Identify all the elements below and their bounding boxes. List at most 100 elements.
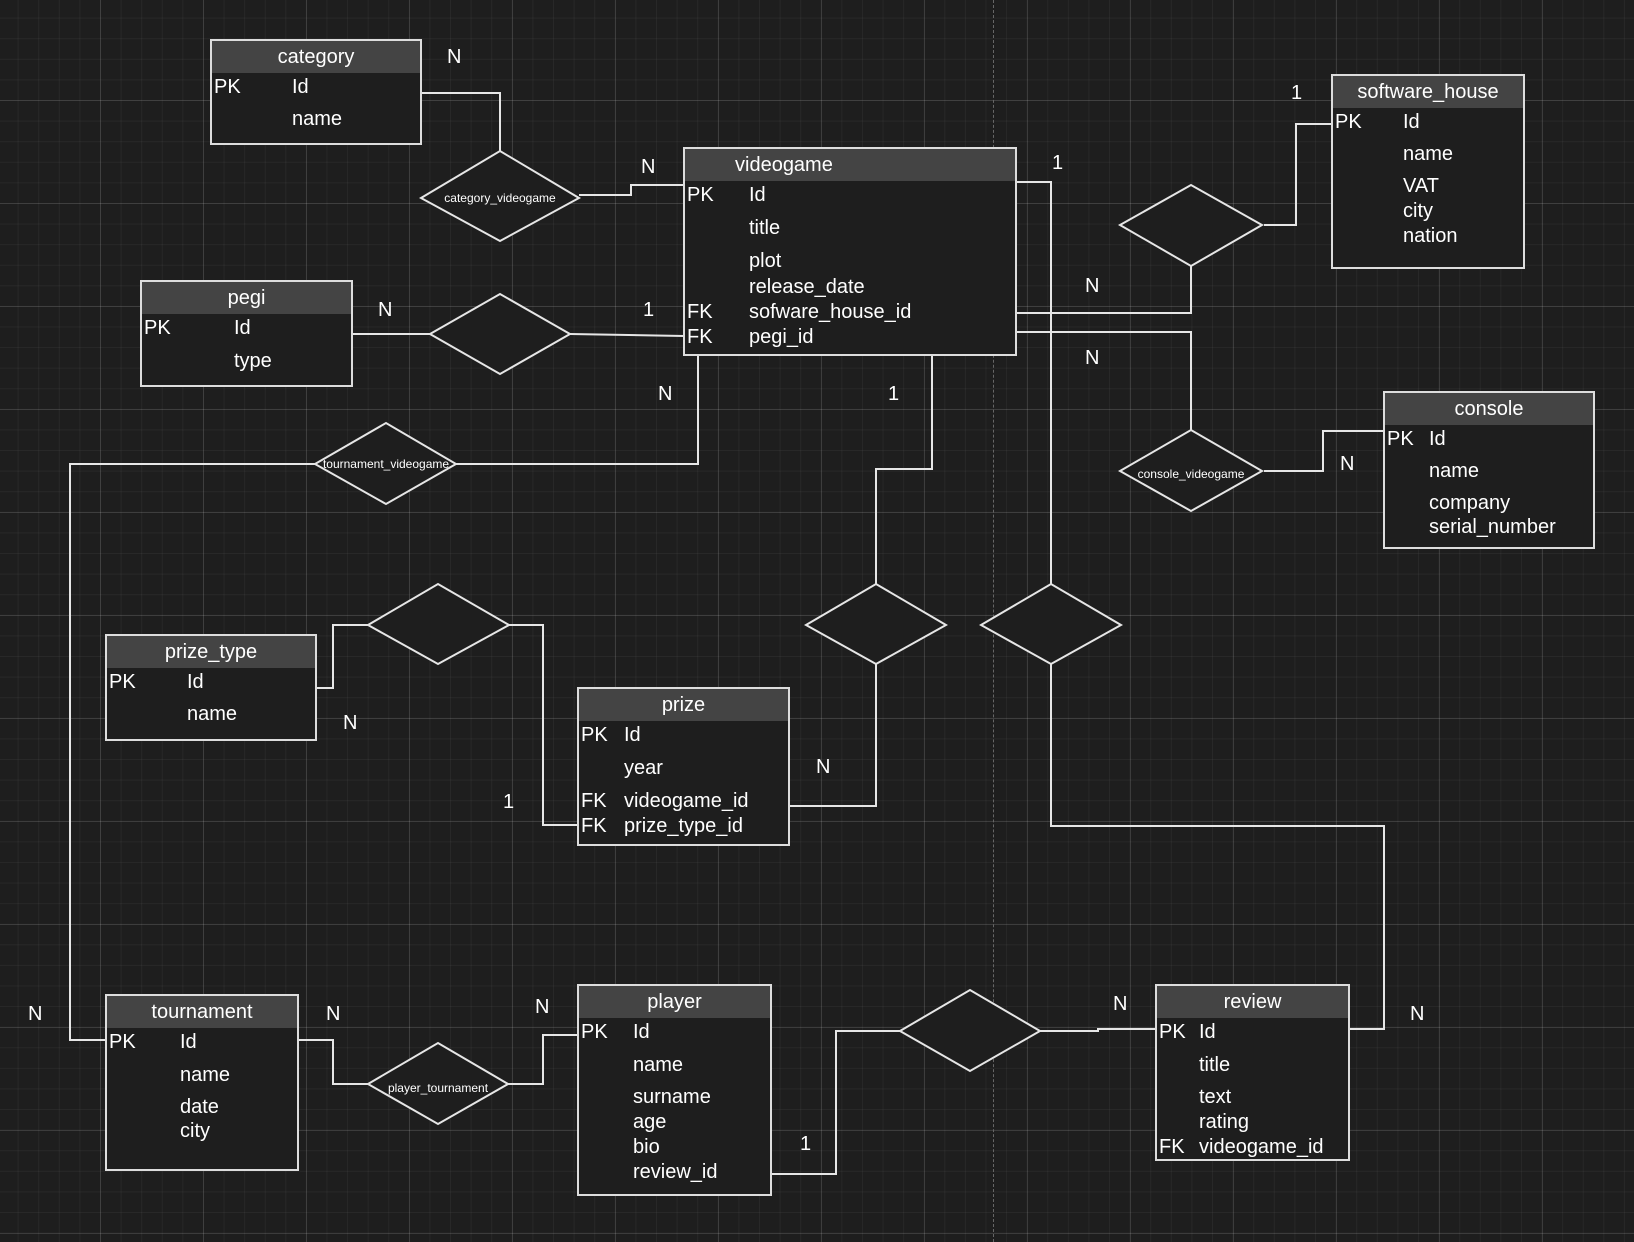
fk-marker: FK — [687, 326, 713, 348]
attribute: name — [1403, 143, 1454, 165]
connector-rel-prize-type — [509, 624, 578, 826]
entity-review[interactable]: review PK FK Id title text rating videog… — [1155, 984, 1350, 1161]
attribute: type — [234, 350, 272, 372]
connector-rel-review-player — [1040, 1028, 1157, 1032]
cardinality-label: N — [1085, 275, 1100, 297]
attribute: Id — [234, 317, 251, 339]
relationship-player-tournament — [366, 1041, 510, 1126]
attribute: prize_type_id — [624, 815, 743, 837]
connector-rel-console — [1264, 430, 1385, 472]
relationship-console-videogame — [1117, 428, 1265, 513]
cardinality-label: N — [447, 46, 462, 68]
attribute: surname — [633, 1086, 711, 1108]
pk-marker: PK — [144, 317, 171, 339]
fk-marker: FK — [581, 815, 607, 837]
attribute: title — [749, 217, 781, 239]
connector-prizetype-rel — [316, 624, 368, 689]
attribute: VAT — [1403, 175, 1439, 197]
pk-marker: PK — [581, 724, 608, 746]
attribute: Id — [1199, 1021, 1216, 1043]
attribute: Id — [1403, 111, 1420, 133]
cardinality-label: N — [816, 756, 831, 778]
connector-rel-player — [508, 1034, 578, 1085]
attribute: date — [180, 1096, 219, 1118]
attribute: name — [633, 1054, 684, 1076]
entity-console[interactable]: console PK Id name company serial_number — [1383, 391, 1595, 549]
pk-marker: PK — [581, 1021, 608, 1043]
fk-marker: FK — [1159, 1136, 1185, 1158]
pk-marker: PK — [1335, 111, 1362, 133]
fk-marker: FK — [687, 301, 713, 323]
attribute: company — [1429, 492, 1511, 514]
cardinality-label: N — [641, 156, 656, 178]
attribute: pegi_id — [749, 326, 814, 348]
entity-title: pegi — [142, 282, 351, 314]
pk-marker: PK — [687, 184, 714, 206]
connector-tournament-rel — [298, 1039, 368, 1085]
connector-rel-review — [1050, 664, 1385, 1030]
connector-rel-videogame-pegi — [569, 333, 685, 337]
entity-prize[interactable]: prize PK FK FK Id year videogame_id priz… — [577, 687, 790, 846]
pk-marker: PK — [109, 1031, 136, 1053]
cardinality-label: N — [1410, 1003, 1425, 1025]
attribute: sofware_house_id — [749, 301, 912, 323]
cardinality-label: 1 — [1052, 152, 1064, 174]
entity-tournament[interactable]: tournament PK Id name date city — [105, 994, 299, 1171]
attribute: city — [180, 1120, 210, 1142]
relationship-tournament-videogame — [312, 421, 458, 506]
fk-marker: FK — [581, 790, 607, 812]
attribute: nation — [1403, 225, 1458, 247]
connector-videogame-tournament-rel — [456, 356, 699, 465]
cardinality-label: 1 — [1291, 82, 1303, 104]
entity-title: player — [579, 986, 770, 1018]
attribute: serial_number — [1429, 516, 1556, 538]
entity-prize-type[interactable]: prize_type PK Id name — [105, 634, 317, 741]
attribute: videogame_id — [624, 790, 749, 812]
relationship-pegi-videogame — [427, 292, 573, 376]
entity-title: tournament — [107, 996, 297, 1028]
cardinality-label: 1 — [800, 1133, 812, 1155]
entity-category[interactable]: category PK Id name — [210, 39, 422, 145]
cardinality-label: 1 — [643, 299, 655, 321]
attribute: city — [1403, 200, 1433, 222]
attribute: age — [633, 1111, 667, 1133]
attribute: videogame_id — [1199, 1136, 1324, 1158]
attribute: bio — [633, 1136, 660, 1158]
attribute: Id — [624, 724, 641, 746]
attribute: review_id — [633, 1161, 718, 1183]
attribute: title — [1199, 1054, 1231, 1076]
pk-marker: PK — [1387, 428, 1414, 450]
connector-category-rel — [421, 92, 501, 152]
pk-marker: PK — [1159, 1021, 1186, 1043]
attribute: name — [1429, 460, 1480, 482]
connector-rel-videogame-sh — [1016, 266, 1192, 314]
entity-videogame[interactable]: videogame PK FK FK Id title plot release… — [683, 147, 1017, 356]
relationship-prize-prize-type — [365, 582, 512, 666]
relationship-review-videogame — [978, 582, 1124, 666]
entity-title: prize — [579, 689, 788, 721]
connector-videogame-review-rel — [1016, 181, 1052, 584]
pk-marker: PK — [109, 671, 136, 693]
entity-title: videogame — [685, 149, 1015, 181]
connector-videogame-prize-rel — [875, 356, 933, 584]
category-videogame-label: category_videogame — [444, 191, 556, 205]
connector-rel-videogame-category — [579, 184, 684, 196]
attribute: Id — [633, 1021, 650, 1043]
attribute: Id — [749, 184, 766, 206]
entity-software-house[interactable]: software_house PK Id name VAT city natio… — [1331, 74, 1525, 269]
cardinality-label: N — [1085, 347, 1100, 369]
connector-sh-rel — [1264, 123, 1333, 226]
tournament-videogame-label: tournament_videogame — [323, 457, 449, 471]
attribute: name — [292, 108, 343, 130]
entity-pegi[interactable]: pegi PK Id type — [140, 280, 353, 387]
attribute: Id — [180, 1031, 197, 1053]
attribute: text — [1199, 1086, 1232, 1108]
pk-marker: PK — [214, 76, 241, 98]
entity-player[interactable]: player PK Id name surname age bio review… — [577, 984, 772, 1196]
attribute: rating — [1199, 1111, 1250, 1133]
cardinality-label: N — [378, 299, 393, 321]
entity-title: console — [1385, 393, 1593, 425]
connector-videogame-console-rel — [1016, 331, 1192, 430]
entity-title: category — [212, 41, 420, 73]
